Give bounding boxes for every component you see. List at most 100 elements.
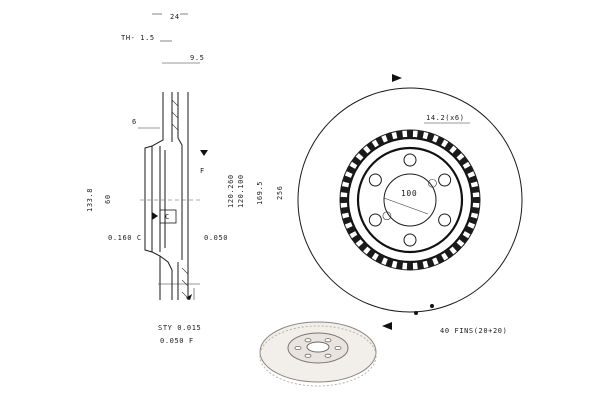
disc-vent-lower [181,267,189,299]
fin-tooth [385,258,394,268]
disc-perspective-edge [259,325,377,387]
fins-teeth [340,130,480,270]
centre-bore [383,173,437,227]
rotation-arrow-bottom [382,322,392,330]
fin-tooth [463,225,474,235]
fin-tooth [435,136,445,147]
perspective-bolt-hole [324,353,332,358]
dim-bottom-tol-2: 0.050 F [160,337,194,345]
disc-vent-upper [171,99,179,131]
balance-mark [430,304,434,308]
fin-tooth [470,206,480,215]
bolt-hole [438,173,452,187]
side-view: 24 TH- 1.5 9.5 6 133.8 60 0.160 C [86,13,284,345]
perspective-bolt-hole [304,338,312,343]
perspective-bolt-hole [294,345,302,350]
dim-min-thickness: TH- 1.5 [121,34,155,42]
dim-inner-ring: 169.5 [256,181,264,205]
fin-tooth [468,175,478,184]
front-view: 100 14.2(x6) 40 FINS(20+20) [297,74,523,335]
fin-tooth [366,248,376,259]
perspective-view [259,321,377,387]
fin-tooth [395,260,404,270]
fin-tooth [351,234,362,244]
dim-pcd-tol-upper: 120.260 [227,174,235,208]
fin-tooth [375,253,385,264]
fin-tooth [375,136,385,147]
fin-tooth [435,253,445,264]
perspective-bolt-hole [324,338,332,343]
pcd-leader [383,197,429,215]
dim-hat-offset: 6 [132,118,137,126]
datum-arrow [152,212,158,220]
disc-outer-circle [297,87,523,313]
datum-f: F [200,167,205,175]
fin-tooth [358,148,369,159]
fin-tooth [451,241,462,252]
datum-label: C [165,213,170,221]
dim-bolt-holes: 14.2(x6) [426,114,465,122]
fin-tooth [340,196,349,204]
perspective-bolt-hole [304,353,312,358]
fin-tooth [444,248,454,259]
dim-centre-bore: 60 [104,194,112,204]
fin-tooth [406,261,414,270]
fin-tooth [471,196,480,204]
fin-tooth [470,185,480,194]
dim-pcd: 100 [401,189,417,198]
perspective-bolt-holes [294,338,342,358]
fin-tooth [366,141,376,152]
fin-tooth [351,156,362,166]
disc-hat [144,145,166,253]
fin-tooth [346,225,357,235]
locating-hole [428,178,437,188]
disc-section-lower [159,255,179,300]
fin-tooth [458,156,469,166]
fins-ring-inner [346,136,474,264]
fin-tooth [340,185,350,194]
fin-tooth [451,148,462,159]
dim-bottom-tol-1: STY 0.015 [158,324,201,332]
fin-tooth [346,165,357,175]
bolt-hole [368,213,382,227]
balance-mark [414,311,418,315]
disc-section-upper [151,92,189,300]
fin-tooth [463,165,474,175]
disc-perspective-bore [306,341,330,353]
dim-outer-dia: 256 [276,186,284,200]
datum-f-arrow [200,150,208,156]
bolt-holes [368,153,452,247]
dim-overall-thickness: 24 [170,13,180,21]
fin-tooth [340,206,350,215]
fin-tooth [385,132,394,142]
fin-tooth [358,241,369,252]
fin-tooth [426,132,435,142]
rotation-arrow-top [392,74,402,82]
datum-box [159,209,177,224]
dim-arrow [186,294,192,300]
bolt-hole [368,173,382,187]
bolt-hole [438,213,452,227]
fins-ring-outer [339,129,481,271]
bolt-hole [403,153,417,167]
fin-tooth [395,130,404,140]
fins-label: 40 FINS(20+20) [440,327,507,335]
fin-tooth [416,130,425,140]
fin-tooth [406,130,414,139]
fin-tooth [416,260,425,270]
locating-hole [382,211,392,221]
hat-circle [356,146,464,254]
dim-runout-right: 0.050 [204,234,228,242]
fin-tooth [342,175,352,184]
dim-hub-dia: 133.8 [86,188,94,212]
perspective-bolt-hole [334,345,342,350]
fin-tooth [342,216,352,225]
fin-tooth [468,216,478,225]
bolt-hole [403,233,417,247]
fin-tooth [444,141,454,152]
fin-tooth [426,258,435,268]
fin-tooth [458,234,469,244]
dim-pcd-tol-lower: 120.100 [237,174,245,208]
dim-runout-left: 0.160 C [108,234,142,242]
